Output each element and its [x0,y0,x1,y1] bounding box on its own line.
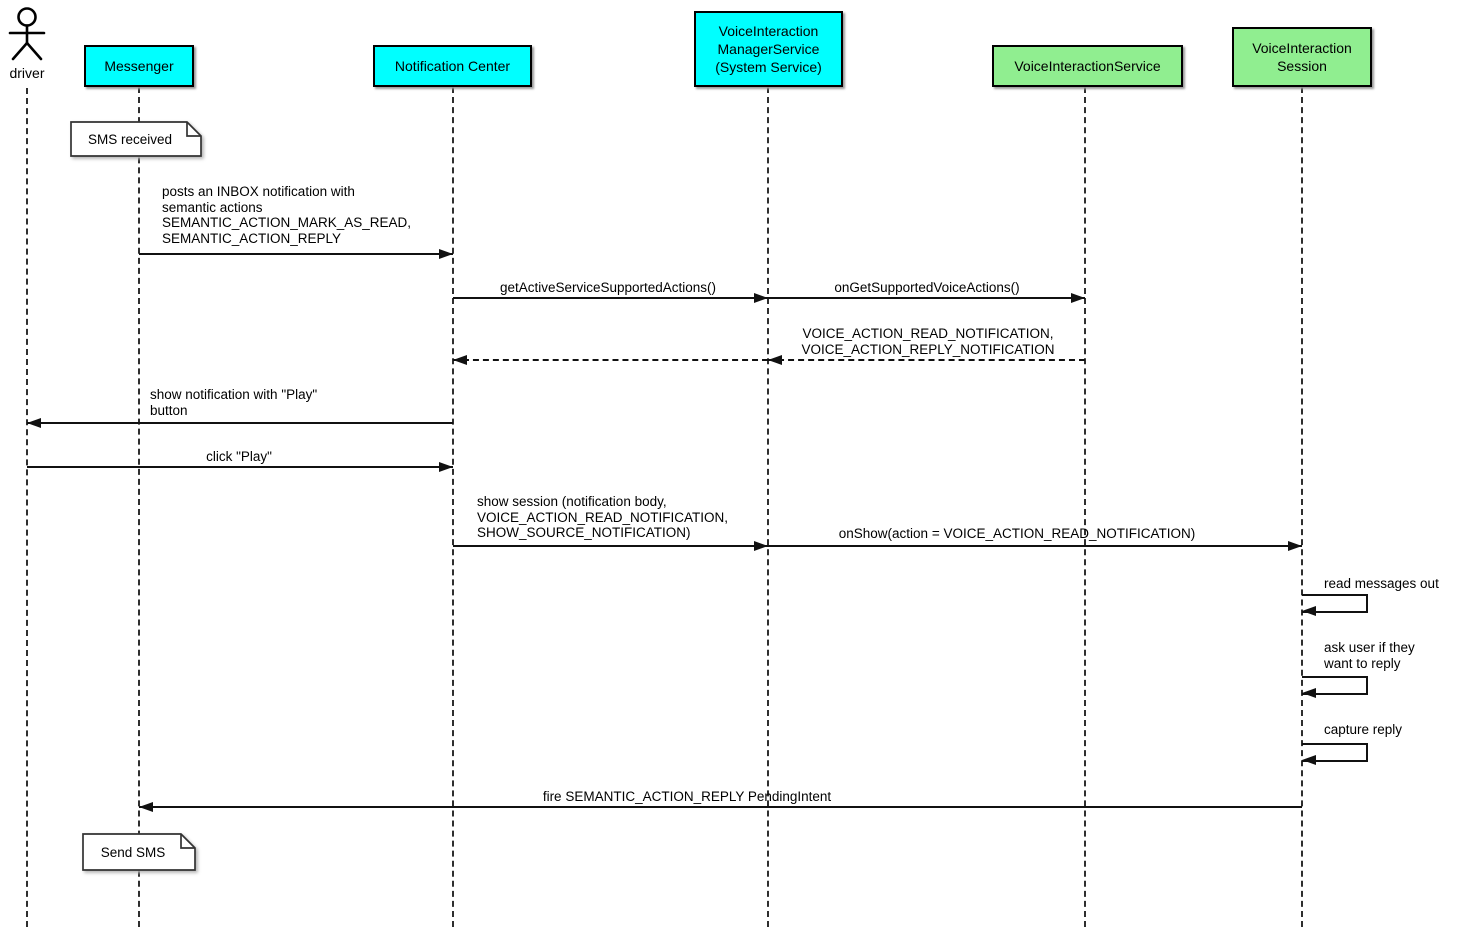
arrowhead-left-icon [1302,605,1316,616]
message-read-messages-out [1302,594,1368,616]
arrowhead-right-icon [754,292,768,303]
message-label-click-play: click "Play" [206,449,272,464]
message-on-show [768,540,1302,551]
message-get-active-service-supported-actions [453,292,768,303]
participant-label: VoiceInteraction ManagerService (System … [715,23,822,75]
note-label: Send SMS [100,844,166,860]
message-label-ask-user-reply: ask user if they want to reply [1324,640,1415,671]
participant-label: Messenger [104,58,174,74]
note-sms-received: SMS received [70,121,202,157]
note-label: SMS received [87,131,173,147]
message-label-capture-reply: capture reply [1324,722,1403,737]
lifeline-messenger [138,87,140,927]
message-fire-pending-intent [139,801,1302,812]
lifeline-driver [26,88,28,927]
message-label-show-notification: show notification with "Play" button [150,387,318,418]
lifeline-voice-interaction-session [1301,87,1303,927]
arrowhead-right-icon [439,248,453,259]
arrowhead-right-icon [754,540,768,551]
arrowhead-left-icon [768,354,782,365]
arrowhead-left-icon [139,801,153,812]
message-label-read-messages-out: read messages out [1324,576,1439,591]
message-return-to-notification-center [453,354,768,365]
message-label-on-get-supported-voice-actions: onGetSupportedVoiceActions() [834,280,1020,295]
message-label-fire-pending-intent: fire SEMANTIC_ACTION_REPLY PendingIntent [542,789,832,804]
participant-label: VoiceInteractionService [1014,58,1161,74]
lifeline-voice-interaction-service [1084,87,1086,927]
message-voice-actions-return [768,354,1085,365]
arrowhead-left-icon [1302,687,1316,698]
message-ask-user-reply [1302,676,1368,698]
message-on-get-supported-voice-actions [768,292,1085,303]
message-show-session [453,540,768,551]
arrowhead-left-icon [27,417,41,428]
arrowhead-right-icon [1288,540,1302,551]
participant-notification-center: Notification Center [373,45,532,87]
participant-voice-interaction-service: VoiceInteractionService [992,45,1183,87]
participant-label: VoiceInteraction Session [1252,40,1352,74]
arrowhead-left-icon [453,354,467,365]
message-label-show-session: show session (notification body, VOICE_A… [477,494,729,540]
message-label-posts-inbox-notification: posts an INBOX notification with semanti… [162,184,412,246]
participant-label: Notification Center [394,58,511,74]
message-label-get-active-service-supported-actions: getActiveServiceSupportedActions() [499,280,717,295]
message-posts-inbox-notification [139,248,453,259]
message-click-play [27,461,453,472]
actor-icon [8,7,46,61]
lifeline-notification-center [452,87,454,927]
participant-voice-interaction-manager-service: VoiceInteraction ManagerService (System … [694,11,843,87]
lifeline-voice-interaction-manager-service [767,87,769,927]
participant-messenger: Messenger [84,45,194,87]
message-show-notification [27,417,453,428]
message-label-on-show: onShow(action = VOICE_ACTION_READ_NOTIFI… [838,526,1196,541]
note-shape-icon [70,121,202,157]
participant-voice-interaction-session: VoiceInteraction Session [1232,27,1372,87]
arrowhead-right-icon [439,461,453,472]
actor-label: driver [9,65,45,81]
note-shape-icon [82,833,196,871]
message-capture-reply [1302,743,1368,765]
arrowhead-left-icon [1302,754,1316,765]
note-send-sms: Send SMS [82,833,196,871]
arrowhead-right-icon [1071,292,1085,303]
actor-driver: driver [0,6,54,81]
message-label-voice-actions-return: VOICE_ACTION_READ_NOTIFICATION, VOICE_AC… [801,326,1055,357]
